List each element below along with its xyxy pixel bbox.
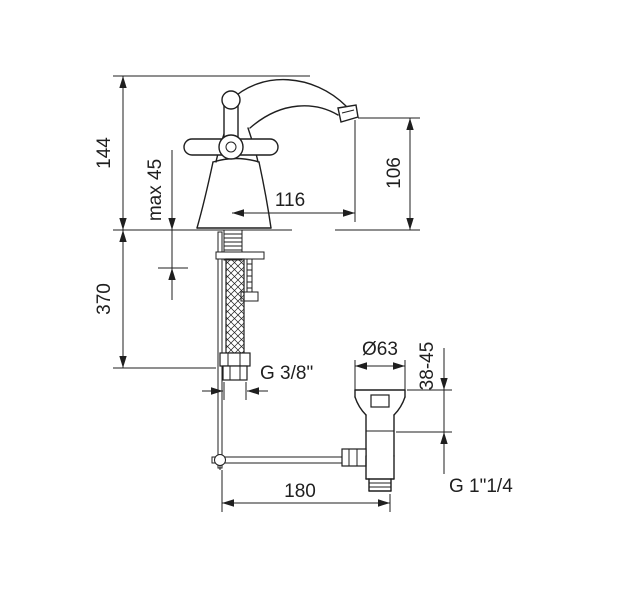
flex-hose: [225, 258, 245, 354]
dimension-max-45: max 45: [145, 150, 188, 300]
handle-hub: [218, 134, 244, 160]
dim-label-106: 106: [384, 157, 405, 189]
dim-label-180: 180: [284, 481, 316, 502]
dim-label-max-45: max 45: [145, 159, 166, 221]
pop-up-rod: [217, 231, 223, 469]
label-inlet-thread: G 3/8": [260, 363, 313, 384]
dimension-144: 144: [94, 75, 310, 230]
lever-ball-joint: [214, 454, 226, 466]
dimension-116: 116: [232, 120, 356, 222]
spout-outlet: [337, 104, 359, 123]
waste-plug: [370, 394, 390, 408]
hose-nut: [219, 352, 251, 367]
waste-assembly: [341, 389, 406, 492]
handle-top-ball: [221, 90, 241, 110]
mounting-and-hose: [215, 229, 265, 381]
lever-boss: [341, 448, 367, 467]
dim-label-38-45: 38-45: [417, 342, 438, 391]
label-waste-thread: G 1"1/4: [449, 476, 513, 497]
dimension-106: 106: [335, 117, 420, 231]
dim-label-116: 116: [275, 190, 305, 211]
dimension-g38: G 3/8": [202, 363, 313, 400]
faucet-body: [113, 79, 359, 231]
dim-label-370: 370: [94, 283, 115, 315]
dimension-d63: Ø63: [354, 339, 406, 390]
dimension-370: 370: [94, 230, 216, 369]
cross-handle: [183, 90, 279, 160]
dim-label-d63: Ø63: [362, 339, 398, 360]
label-waste-thread-group: G 1"1/4: [449, 476, 513, 497]
pop-up-lever: [211, 454, 348, 470]
dimension-180: 180: [221, 470, 391, 512]
dim-label-144: 144: [94, 137, 115, 169]
dimension-38-45: 38-45: [396, 342, 452, 474]
